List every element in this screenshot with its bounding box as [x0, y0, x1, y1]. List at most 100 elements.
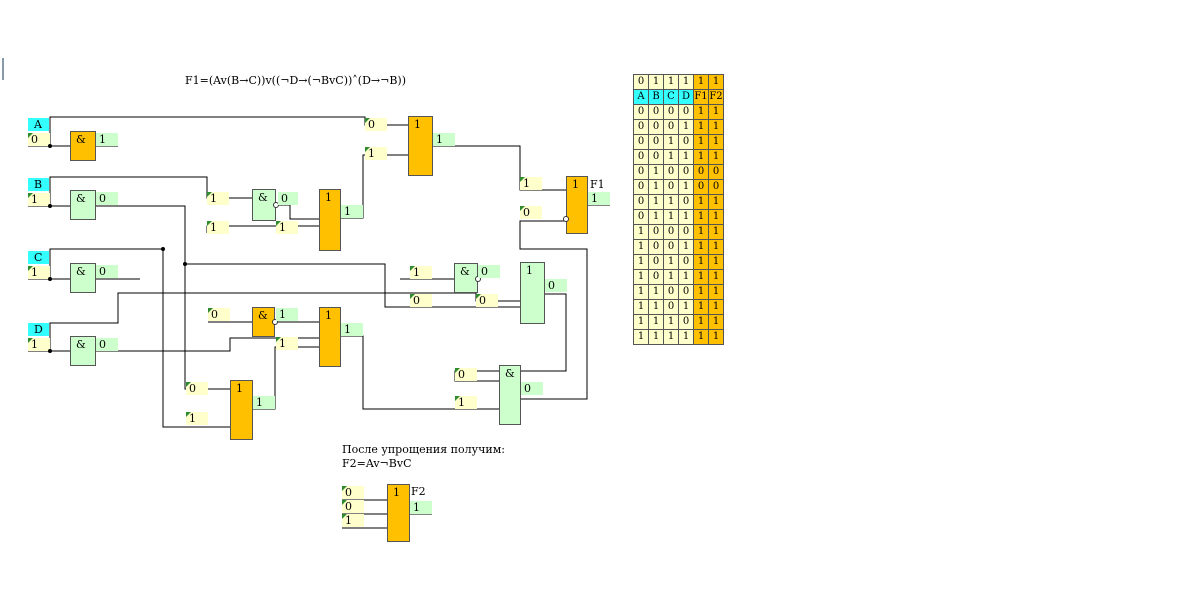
table-cell: 0 [678, 104, 694, 120]
table-cell: 1 [663, 269, 679, 285]
gate-not-d[interactable]: & [70, 336, 96, 366]
table-cell: 1 [633, 299, 649, 315]
gate-or-5[interactable]: 1 [520, 262, 545, 324]
table-cell: 1 [648, 299, 664, 315]
gate9-input-value-2[interactable]: 1 [455, 396, 477, 409]
output-value-not-c: 0 [96, 265, 118, 278]
table-cell: 1 [708, 239, 724, 255]
table-cell: 0 [633, 209, 649, 225]
gate8-input-value-2[interactable]: 1 [186, 412, 208, 425]
table-cell: 1 [648, 194, 664, 210]
gate-not-b[interactable]: & [70, 190, 96, 220]
table-cell: 1 [663, 329, 679, 345]
f2-output-value: 1 [410, 501, 432, 514]
gate-not-a[interactable]: & [70, 131, 96, 161]
gate-and-6[interactable]: & [252, 307, 275, 337]
table-cell: 1 [708, 149, 724, 165]
table-cell: 1 [708, 104, 724, 120]
table-cell: 0 [663, 164, 679, 180]
input-value-d[interactable]: 1 [28, 338, 50, 351]
table-cell: 1 [633, 239, 649, 255]
table-cell: 1 [678, 239, 694, 255]
gate6-output-value: 1 [276, 308, 298, 321]
gate1-input-value-2[interactable]: 1 [207, 221, 229, 234]
gate-or-7[interactable]: 1 [319, 307, 341, 367]
gate4-input-value[interactable]: 1 [410, 266, 432, 279]
input-value-c[interactable]: 1 [28, 266, 50, 279]
table-cell: 0 [633, 134, 649, 150]
table-header-cell: C [663, 89, 679, 105]
table-cell: 1 [633, 224, 649, 240]
gate-not-c[interactable]: & [70, 263, 96, 293]
f2-input-value-1[interactable]: 0 [342, 486, 364, 499]
gate9-input-value-1[interactable]: 0 [455, 368, 477, 381]
table-cell: 1 [678, 149, 694, 165]
gate6-input-value[interactable]: 0 [208, 308, 230, 321]
f1-input-value-1[interactable]: 1 [520, 177, 542, 190]
table-cell: 1 [663, 74, 679, 90]
gate2-output-value: 1 [341, 205, 363, 218]
gate3-input-value-1[interactable]: 0 [365, 118, 387, 131]
table-cell: 1 [708, 329, 724, 345]
table-cell: 0 [693, 164, 709, 180]
gate-or-3[interactable]: 1 [408, 116, 433, 176]
table-cell: 1 [693, 299, 709, 315]
input-value-b[interactable]: 1 [28, 193, 50, 206]
gate-symbol: 1 [325, 191, 332, 204]
gate8-input-value-1[interactable]: 0 [186, 382, 208, 395]
table-cell: 0 [633, 119, 649, 135]
table-cell: 1 [648, 284, 664, 300]
gate-or-f1[interactable]: 1 [566, 176, 588, 234]
gate-symbol: & [258, 309, 268, 322]
gate3-input-value-2[interactable]: 1 [365, 147, 387, 160]
invert-bubble [272, 319, 278, 325]
gate-or-f2[interactable]: 1 [387, 484, 410, 542]
table-cell: 1 [693, 239, 709, 255]
table-cell: 0 [678, 254, 694, 270]
table-cell: 1 [663, 194, 679, 210]
gate-or-8[interactable]: 1 [230, 380, 253, 440]
input-label-a: A [28, 118, 49, 131]
f2-input-value-2[interactable]: 0 [342, 500, 364, 513]
wire-g6 [208, 220, 588, 410]
formula-f1: F1=(Av(B→C))v((¬D→(¬BvC))˄(D→¬B)) [185, 74, 407, 87]
table-cell: 0 [648, 134, 664, 150]
output-value-not-b: 0 [96, 192, 118, 205]
gate-or-2[interactable]: 1 [319, 189, 341, 251]
table-cell: 1 [663, 254, 679, 270]
input-label-c: C [28, 251, 49, 264]
table-cell: 1 [678, 119, 694, 135]
gate-symbol: & [76, 133, 86, 146]
gate-and-9[interactable]: & [499, 365, 521, 425]
table-cell: 0 [663, 224, 679, 240]
gate1-input-value[interactable]: 1 [207, 192, 229, 205]
table-cell: 0 [663, 284, 679, 300]
gate-symbol: 1 [325, 309, 332, 322]
table-cell: 1 [648, 209, 664, 225]
table-cell: 0 [633, 179, 649, 195]
input-value-a[interactable]: 0 [28, 133, 50, 146]
wire-f2 [342, 499, 432, 529]
table-header-cell: F1 [693, 89, 709, 105]
table-cell: 0 [678, 194, 694, 210]
table-cell: 1 [633, 314, 649, 330]
invert-bubble [563, 216, 569, 222]
f2-input-value-3[interactable]: 1 [342, 514, 364, 527]
gate4-input-value-2[interactable]: 0 [410, 294, 432, 307]
table-cell: 0 [633, 74, 649, 90]
f1-input-value-2[interactable]: 0 [520, 206, 542, 219]
junction-dot [48, 277, 52, 281]
table-cell: 0 [678, 164, 694, 180]
table-cell: 0 [633, 104, 649, 120]
